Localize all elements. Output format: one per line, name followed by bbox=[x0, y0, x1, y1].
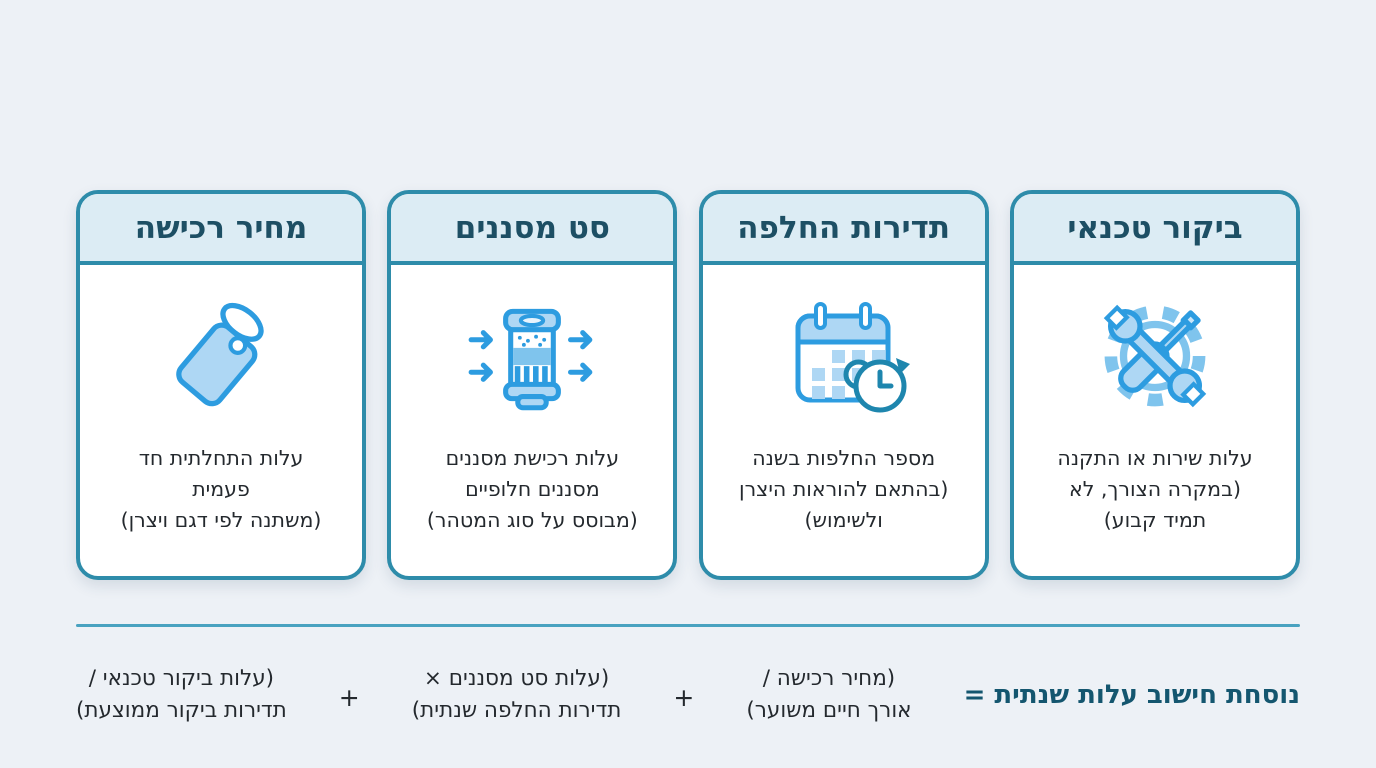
card-purchase-price: מחיר רכישה עלות התחלתית חד פעמית (משתנה … bbox=[76, 190, 367, 580]
formula-term-filter-set: (עלות סט מסננים × תדירות החלפה שנתית) bbox=[411, 666, 622, 723]
formula-term-purchase-price: (מחיר רכישה / אורך חיים משוער) bbox=[746, 666, 912, 723]
divider-line bbox=[76, 624, 1300, 627]
formula-term-technician: (עלות ביקור טכנאי / תדירות ביקור ממוצעת) bbox=[76, 666, 287, 723]
formula-label: נוסחת חישוב עלות שנתית = bbox=[963, 680, 1300, 710]
annual-cost-formula: נוסחת חישוב עלות שנתית = (מחיר רכישה / א… bbox=[76, 645, 1300, 745]
filter-cartridge-icon bbox=[391, 265, 673, 433]
plus-operator: + bbox=[338, 682, 360, 712]
card-technician-visit: ביקור טכנאי bbox=[1010, 190, 1300, 580]
card-title: תדירות החלפה bbox=[702, 194, 985, 265]
card-filter-set: סט מסננים bbox=[387, 190, 678, 580]
card-description: מספר החלפות בשנה (בהתאם להוראות היצרן ול… bbox=[739, 446, 949, 532]
tools-icon bbox=[1014, 265, 1296, 433]
card-title: סט מסננים bbox=[391, 194, 674, 265]
price-tag-icon bbox=[80, 265, 362, 433]
card-description: עלות רכישת מסננים מסננים חלופיים (מבוסס … bbox=[426, 446, 638, 532]
calendar-clock-icon bbox=[703, 265, 985, 433]
cost-factor-cards: ביקור טכנאי bbox=[76, 190, 1300, 580]
plus-operator: + bbox=[673, 682, 695, 712]
card-title: מחיר רכישה bbox=[80, 194, 363, 265]
card-description: עלות שירות או התקנה (במקרה הצורך, לא תמי… bbox=[1057, 446, 1253, 532]
card-description: עלות התחלתית חד פעמית (משתנה לפי דגם ויצ… bbox=[120, 446, 322, 532]
card-title: ביקור טכנאי bbox=[1014, 194, 1296, 265]
card-replacement-frequency: תדירות החלפה bbox=[698, 190, 989, 580]
